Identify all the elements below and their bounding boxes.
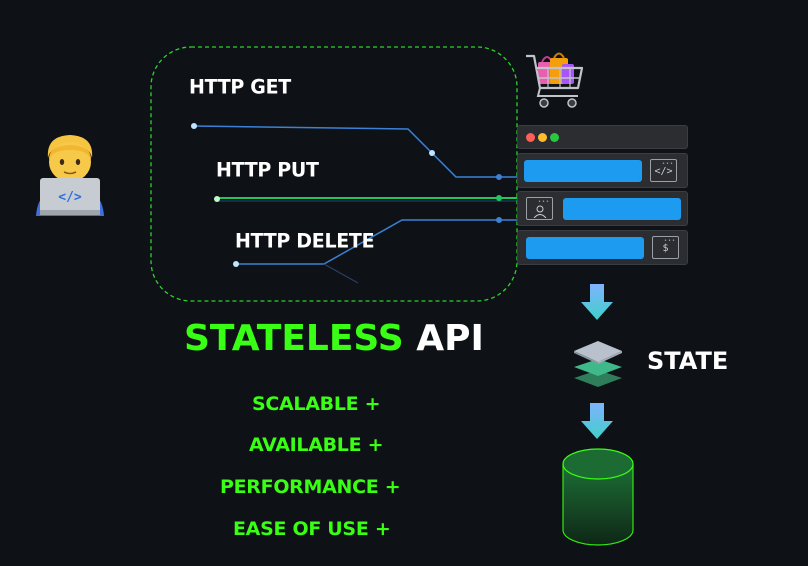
put-start-node bbox=[214, 196, 220, 202]
get-start-node bbox=[191, 123, 197, 129]
database-icon bbox=[562, 448, 634, 546]
svg-text:</>: </> bbox=[58, 190, 82, 205]
server-unit-delete: •••$ bbox=[517, 230, 688, 265]
http-get-label: HTTP GET bbox=[189, 75, 291, 99]
state-label: STATE bbox=[647, 347, 729, 375]
server-unit-bar bbox=[524, 160, 642, 182]
put-end-node bbox=[496, 195, 502, 201]
server-unit-get: •••</> bbox=[517, 153, 688, 188]
server-unit-put: ••• bbox=[517, 191, 688, 226]
title-stateless: STATELESS bbox=[184, 318, 404, 359]
server-unit-bar bbox=[526, 237, 644, 259]
delete-connector bbox=[236, 219, 517, 265]
maximize-dot-icon bbox=[550, 133, 559, 142]
benefit-performance: PERFORMANCE + bbox=[220, 476, 401, 498]
layers-icon bbox=[574, 341, 622, 387]
code-icon: •••</> bbox=[650, 159, 677, 182]
server-window-titlebar bbox=[517, 125, 688, 149]
get-end-node bbox=[496, 174, 502, 180]
benefit-available: AVAILABLE + bbox=[249, 434, 384, 456]
title-api: API bbox=[416, 318, 484, 359]
delete-start-node bbox=[233, 261, 239, 267]
arrow-down-icon bbox=[581, 284, 613, 320]
user-icon: ••• bbox=[526, 197, 553, 220]
dollar-icon: •••$ bbox=[652, 236, 679, 259]
delete-end-node bbox=[496, 217, 502, 223]
benefit-ease-of-use: EASE OF USE + bbox=[233, 518, 391, 540]
benefit-scalable: SCALABLE + bbox=[252, 393, 381, 415]
delete-connector-tail bbox=[323, 263, 359, 284]
shopping-cart-icon bbox=[526, 52, 584, 108]
arrow-down-icon bbox=[581, 403, 613, 439]
diagram-title: STATELESS API bbox=[184, 318, 484, 359]
close-dot-icon bbox=[526, 133, 535, 142]
minimize-dot-icon bbox=[538, 133, 547, 142]
http-delete-label: HTTP DELETE bbox=[235, 229, 375, 253]
http-put-label: HTTP PUT bbox=[216, 158, 319, 182]
get-mid-node bbox=[429, 150, 435, 156]
developer-laptop-icon: </> bbox=[36, 135, 104, 216]
server-unit-bar bbox=[563, 198, 681, 220]
